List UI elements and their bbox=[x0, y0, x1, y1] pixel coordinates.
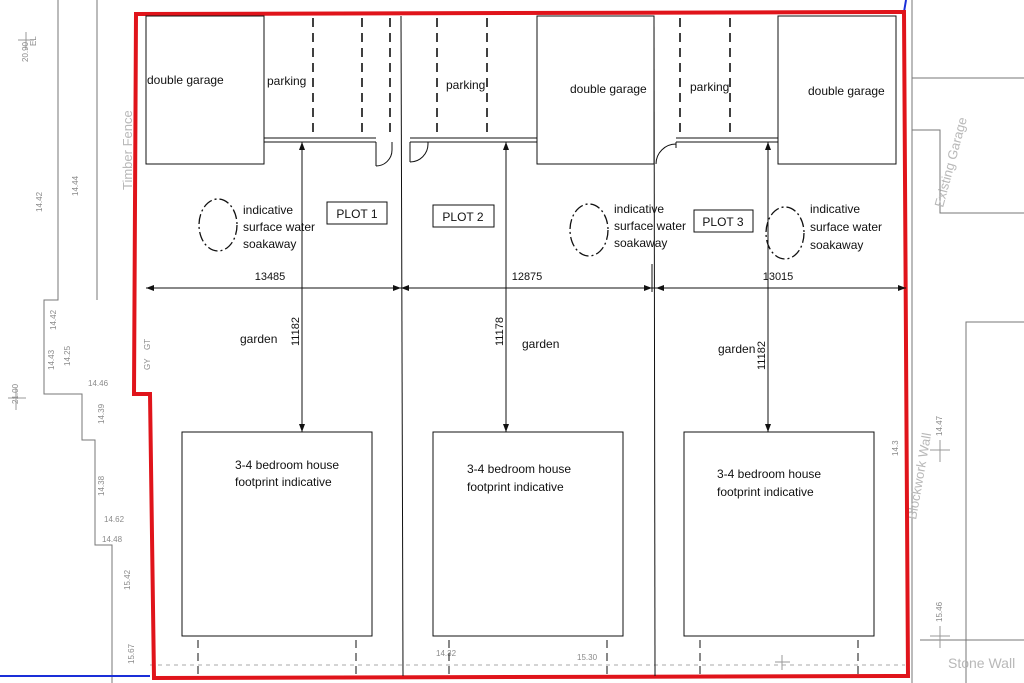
level-code: EL bbox=[29, 36, 38, 46]
gate-code: GY bbox=[143, 358, 152, 370]
level-label: 14.42 bbox=[35, 191, 44, 212]
level-label: 14.47 bbox=[935, 415, 944, 436]
garden-label: garden bbox=[240, 332, 277, 346]
soakaway-plot-2: indicative surface water soakaway bbox=[569, 202, 686, 257]
svg-text:surface water: surface water bbox=[243, 220, 315, 234]
plot-1-tag: PLOT 1 bbox=[326, 201, 388, 225]
house-footprint-plot-1: 3-4 bedroom house footprint indicative bbox=[181, 431, 373, 676]
level-label: 14.39 bbox=[97, 403, 106, 424]
double-garage-label: double garage bbox=[147, 73, 224, 87]
plot-3-tag: PLOT 3 bbox=[693, 209, 754, 233]
site-boundary bbox=[131, 9, 911, 681]
svg-text:indicative: indicative bbox=[243, 203, 293, 217]
plot-2-tag: PLOT 2 bbox=[432, 204, 495, 228]
svg-text:surface water: surface water bbox=[614, 219, 686, 233]
level-label: 20.90 bbox=[21, 41, 30, 62]
svg-text:footprint indicative: footprint indicative bbox=[235, 475, 332, 489]
svg-text:surface water: surface water bbox=[810, 220, 882, 234]
parking-label: parking bbox=[690, 80, 729, 94]
soakaway-plot-1: indicative surface water soakaway bbox=[198, 198, 315, 252]
level-label: 14.46 bbox=[88, 379, 109, 388]
double-garage-label: double garage bbox=[570, 82, 647, 96]
svg-text:footprint indicative: footprint indicative bbox=[467, 480, 564, 494]
plot-width: 13485 bbox=[255, 271, 286, 283]
level-label: 14.62 bbox=[104, 515, 125, 524]
svg-text:indicative: indicative bbox=[614, 202, 664, 216]
level-label: 15.42 bbox=[123, 569, 132, 590]
plot-depth: 11182 bbox=[756, 341, 768, 370]
stone-wall-label: Stone Wall bbox=[948, 655, 1015, 671]
garages-parking bbox=[145, 15, 897, 167]
garage-plot-2 bbox=[536, 15, 655, 165]
plot-width: 12875 bbox=[512, 271, 543, 283]
level-label: 14.43 bbox=[47, 349, 56, 370]
garage-plot-3 bbox=[777, 15, 897, 165]
gate-swing bbox=[375, 142, 393, 167]
parking-label: parking bbox=[446, 78, 485, 92]
level-label: 15.30 bbox=[577, 653, 598, 662]
surrounding-annotations: Timber Fence Existing Garage Blockwork W… bbox=[8, 32, 1015, 671]
svg-text:3-4 bedroom house: 3-4 bedroom house bbox=[717, 467, 821, 481]
svg-text:3-4 bedroom house: 3-4 bedroom house bbox=[235, 458, 339, 472]
soakaway-plot-3: indicative surface water soakaway bbox=[765, 202, 882, 260]
level-label: 14.3 bbox=[891, 440, 900, 456]
gate-swing bbox=[655, 142, 677, 165]
plot-label: PLOT 3 bbox=[702, 215, 743, 229]
level-label: 14.38 bbox=[97, 475, 106, 496]
level-label: 14.32 bbox=[436, 649, 457, 658]
plot-label: PLOT 1 bbox=[336, 207, 377, 221]
level-label: 14.42 bbox=[49, 309, 58, 330]
svg-text:soakaway: soakaway bbox=[614, 236, 667, 250]
garage-plot-1 bbox=[145, 15, 265, 165]
gate-swing bbox=[409, 142, 429, 163]
house-footprint-plot-3: 3-4 bedroom house footprint indicative bbox=[683, 431, 875, 676]
svg-text:footprint indicative: footprint indicative bbox=[717, 485, 814, 499]
level-label: 14.48 bbox=[102, 535, 123, 544]
plot-label: PLOT 2 bbox=[442, 210, 483, 224]
level-label: 14.25 bbox=[63, 345, 72, 366]
svg-text:soakaway: soakaway bbox=[243, 237, 296, 251]
svg-text:soakaway: soakaway bbox=[810, 238, 863, 252]
svg-text:indicative: indicative bbox=[810, 202, 860, 216]
depth-dimension-lines: 11182 11178 11182 bbox=[290, 142, 771, 432]
level-label: 14.44 bbox=[71, 175, 80, 196]
plot-width: 13015 bbox=[763, 271, 794, 283]
gate-code: GT bbox=[143, 339, 152, 350]
garden-label: garden bbox=[718, 342, 755, 356]
house-footprint-plot-2: 3-4 bedroom house footprint indicative bbox=[432, 431, 624, 676]
level-label: 15.46 bbox=[935, 601, 944, 622]
level-label: 15.67 bbox=[127, 643, 136, 664]
plot-depth: 11178 bbox=[494, 317, 506, 346]
parking-label: parking bbox=[267, 74, 306, 88]
width-dimension-line: 13485 12875 13015 bbox=[146, 264, 906, 292]
garden-label: garden bbox=[522, 337, 559, 351]
svg-text:3-4 bedroom house: 3-4 bedroom house bbox=[467, 462, 571, 476]
double-garage-label: double garage bbox=[808, 84, 885, 98]
plot-depth: 11182 bbox=[290, 317, 302, 346]
timber-fence-label: Timber Fence bbox=[120, 110, 135, 190]
